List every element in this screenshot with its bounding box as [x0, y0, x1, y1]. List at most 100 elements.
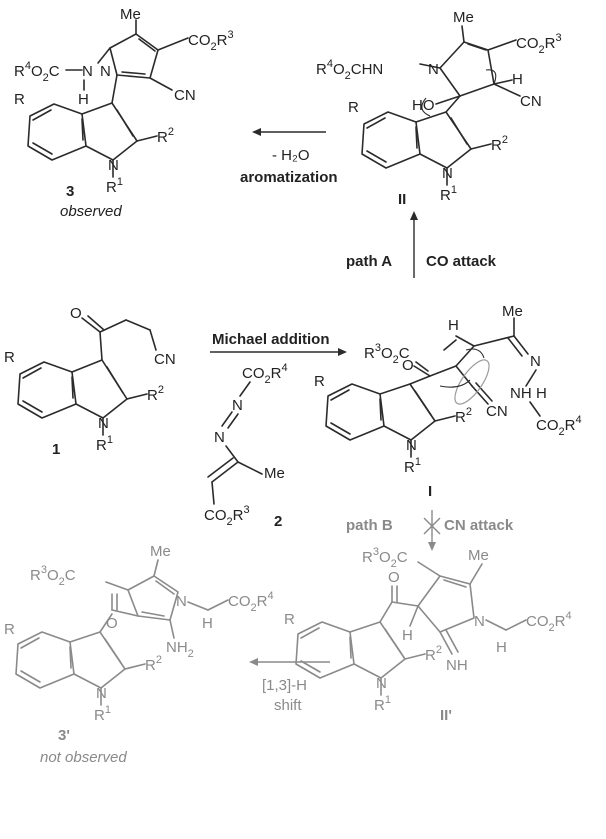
o-label: O	[70, 305, 82, 322]
n-label: N	[232, 397, 243, 414]
n-label: N	[214, 429, 225, 446]
svg-text:R3O2C: R3O2C	[364, 342, 410, 366]
svg-text:R2: R2	[147, 384, 164, 404]
path-b-arrow: path B CN attack	[346, 510, 514, 551]
compound-2: CO2R4 N N Me CO2R3 2	[204, 362, 288, 530]
compound-3-prime: Me R3O2C N H CO2R4 NH2 O R R2 N R1 3' no…	[4, 543, 274, 766]
intermediate-I: Me N NH H CO2R4 H R3O2C O CN R	[314, 303, 582, 500]
r3o2c-label: R	[364, 345, 375, 362]
r-label: R	[4, 349, 15, 366]
shift-label-2: shift	[274, 697, 302, 714]
h-label: H	[512, 71, 523, 88]
svg-text:R2: R2	[157, 126, 174, 146]
svg-text:R3O2C: R3O2C	[362, 546, 408, 570]
svg-text:CO2R3: CO2R3	[188, 29, 234, 53]
intermediate-II-prime-number: II'	[440, 707, 452, 724]
svg-text:R2: R2	[455, 406, 472, 426]
svg-text:CO2R4: CO2R4	[526, 610, 572, 634]
me-label: Me	[150, 543, 171, 560]
path-a-label: path A	[346, 253, 392, 270]
o-label: O	[402, 357, 414, 374]
h-label: H	[78, 91, 89, 108]
svg-text:R4O2CHN: R4O2CHN	[316, 58, 383, 82]
intermediate-II-number: II	[398, 191, 406, 208]
svg-text:R3O2C: R3O2C	[30, 564, 76, 588]
h-label: H	[202, 615, 213, 632]
svg-text:CO2R4: CO2R4	[242, 362, 288, 386]
svg-text:R1: R1	[106, 176, 123, 196]
r2-label: R	[491, 137, 502, 154]
h-label: H	[448, 317, 459, 334]
cn-label: CN	[174, 87, 196, 104]
aromatization-label: aromatization	[240, 169, 338, 186]
r-label: R	[284, 611, 295, 628]
intermediate-I-number: I	[428, 483, 432, 500]
cn-label: CN	[486, 403, 508, 420]
nh-label: NH	[510, 385, 532, 402]
r-label: R	[314, 373, 325, 390]
compound-2-number: 2	[274, 513, 282, 530]
n-label: N	[98, 415, 109, 432]
h-label: H	[402, 627, 413, 644]
n-label: N	[530, 353, 541, 370]
r-label: R	[14, 91, 25, 108]
intermediate-II: Me CO2R3 H CN N R4O2CHN HO R R2 N R1 II	[316, 9, 562, 208]
svg-text:R2: R2	[145, 654, 162, 674]
r3o2c-label: R	[362, 549, 373, 566]
r3o2c-label: R	[30, 567, 41, 584]
ho-label: HO	[412, 97, 435, 114]
svg-text:R2: R2	[425, 644, 442, 664]
svg-text:R1: R1	[94, 704, 111, 724]
minus-water-label: - H₂O	[272, 147, 310, 164]
r4o2c-label: R	[14, 63, 25, 80]
n-label: N	[82, 63, 93, 80]
intermediate-II-prime: Me R3O2C N H CO2R4 NH H O R R2 N R1 II'	[284, 546, 572, 724]
n-label: N	[108, 157, 119, 174]
svg-text:R1: R1	[374, 694, 391, 714]
co-attack-label: CO attack	[426, 253, 497, 270]
cn-attack-label: CN attack	[444, 517, 514, 534]
r1-label: R	[94, 707, 105, 724]
co2r3-label: CO	[188, 32, 211, 49]
n-label: N	[376, 675, 387, 692]
compound-3-prime-status: not observed	[40, 749, 127, 766]
r4o2c-label: R	[316, 61, 327, 78]
shift-label-1: [1,3]-H	[262, 677, 307, 694]
michael-addition-arrow: Michael addition	[210, 331, 347, 356]
svg-text:R1: R1	[96, 434, 113, 454]
co2r4-label: CO	[228, 593, 251, 610]
co2r4-label: CO	[526, 613, 549, 630]
compound-1: O CN R R2 N R1 1	[4, 305, 176, 458]
n-label: N	[428, 61, 439, 78]
r2-label: R	[425, 647, 436, 664]
compound-3-status: observed	[60, 203, 122, 220]
svg-text:R4O2C: R4O2C	[14, 60, 60, 84]
co2r4-label: CO	[242, 365, 265, 382]
svg-text:NH2: NH2	[166, 639, 194, 660]
n-label: N	[96, 685, 107, 702]
cn-label: CN	[520, 93, 542, 110]
co2r3-label: CO	[516, 35, 539, 52]
r-label: R	[348, 99, 359, 116]
r-label: R	[4, 621, 15, 638]
r2-label: R	[147, 387, 158, 404]
nh2-label: NH	[166, 639, 188, 656]
r1-label: R	[440, 187, 451, 204]
n-label: N	[100, 63, 111, 80]
co2r3-label: CO	[204, 507, 227, 524]
michael-addition-label: Michael addition	[212, 331, 330, 348]
shift-arrow: [1,3]-H shift	[249, 658, 330, 714]
aromatization-arrow: - H₂O aromatization	[240, 128, 338, 186]
path-a-arrow: path A CO attack	[346, 211, 497, 278]
r1-label: R	[96, 437, 107, 454]
h-label: H	[496, 639, 507, 656]
svg-text:CO2R3: CO2R3	[516, 32, 562, 56]
r2-label: R	[145, 657, 156, 674]
nh-label: NH	[446, 657, 468, 674]
o-label: O	[388, 569, 400, 586]
svg-text:R1: R1	[404, 456, 421, 476]
r1-label: R	[374, 697, 385, 714]
r2-label: R	[455, 409, 466, 426]
r2-label: R	[157, 129, 168, 146]
